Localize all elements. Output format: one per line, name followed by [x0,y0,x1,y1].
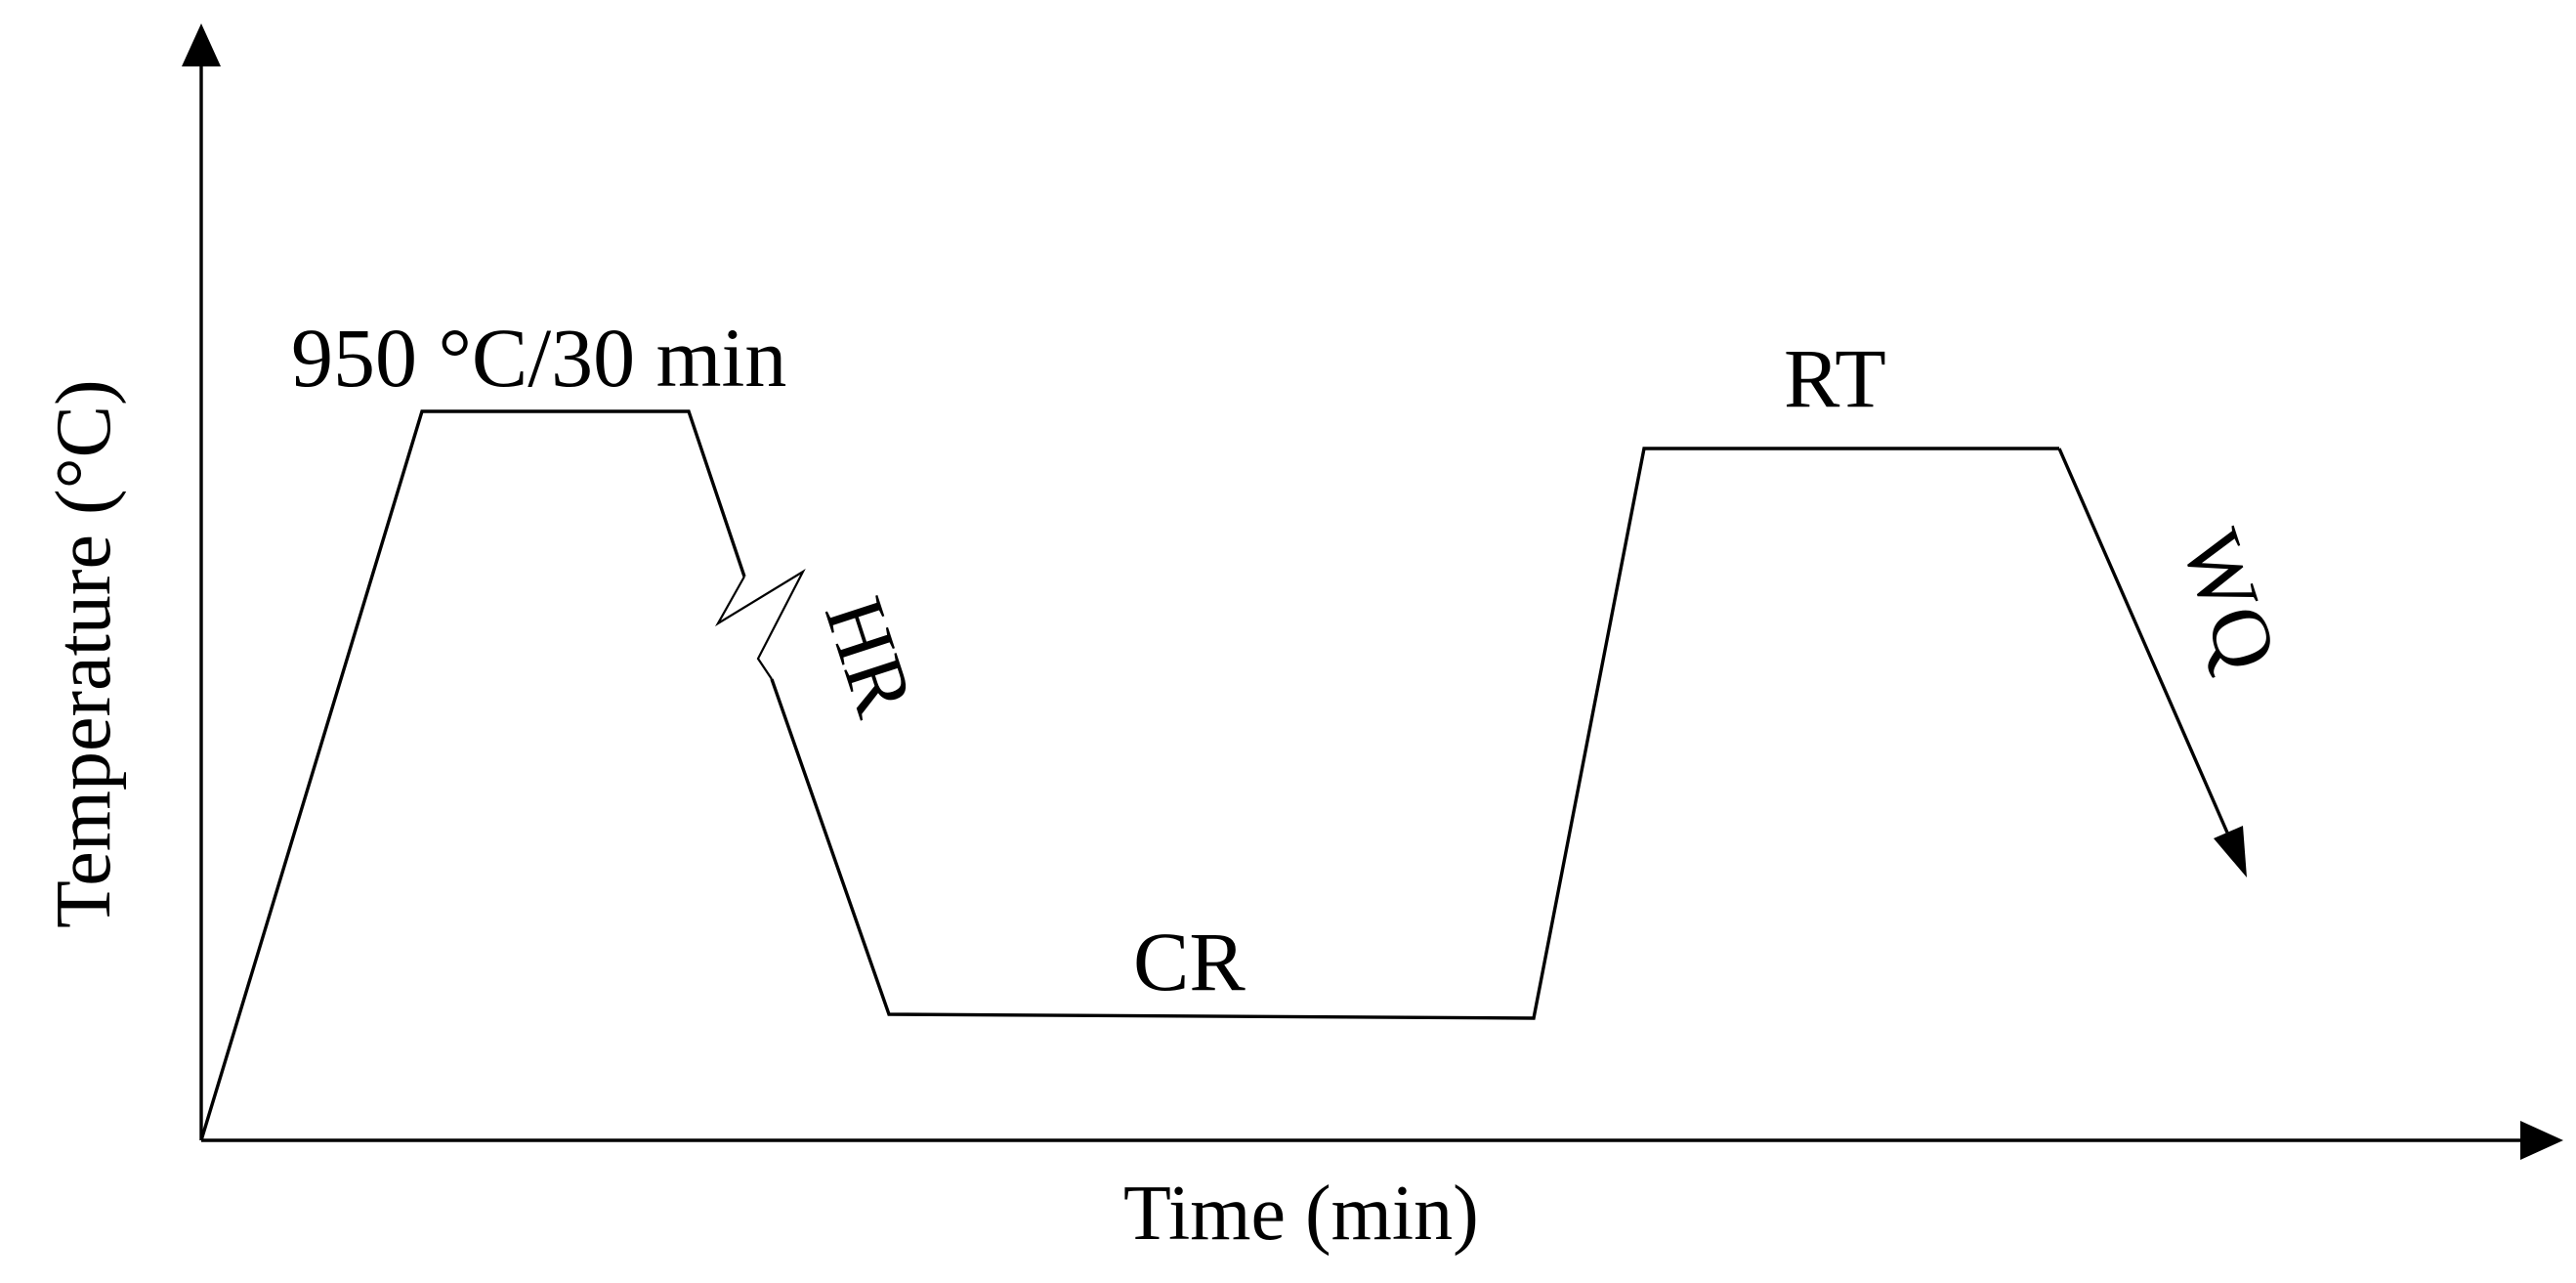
hot-rolling-label: HR [807,586,932,727]
y-axis-title: Temperature (°C) [41,379,127,928]
x-axis-title: Time (min) [1123,1171,1479,1257]
break-mark [714,569,806,680]
soak-label: 950 °C/30 min [291,311,786,405]
cold-rolling-label: CR [1133,915,1246,1008]
quench-line [2057,448,2229,834]
quench-arrowhead [2214,826,2247,877]
x-axis-arrowhead [2520,1121,2563,1160]
reheat-label: RT [1784,331,1886,425]
y-axis-arrowhead [182,23,221,66]
rolling-reheat-segment [770,447,2059,1020]
heating-soak-segment [199,409,746,1141]
quench-label: WQ [2164,519,2297,681]
